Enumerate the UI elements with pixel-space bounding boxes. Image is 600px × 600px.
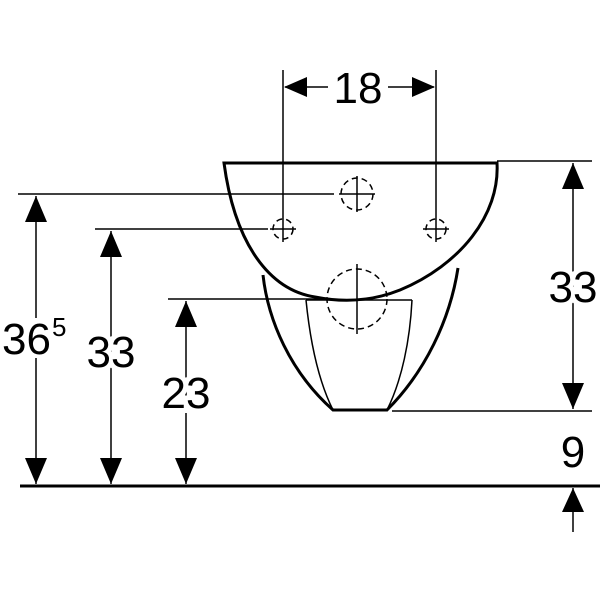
dim-label-total-sup: 5 (52, 312, 66, 342)
arrow-up-floor-icon (562, 488, 584, 512)
arrow-up-icon (562, 163, 584, 189)
dim-label-floor-gap: 9 (561, 428, 585, 477)
arrow-left-icon (284, 77, 307, 97)
arrow-down-icon (562, 383, 584, 409)
arrow-down-middle-icon (100, 458, 122, 484)
dim-label-left-inner: 23 (162, 369, 211, 418)
skirt-outline (261, 267, 460, 412)
arrow-up-total-icon (25, 196, 47, 222)
arrow-up-inner-icon (175, 301, 197, 327)
dim-label-total-height: 36 5 (0, 312, 72, 364)
arrow-down-inner-icon (175, 458, 197, 484)
dim-label-left-middle: 33 (87, 328, 136, 377)
dim-label-total-base: 36 (2, 315, 51, 364)
dim-label-width: 18 (334, 64, 383, 113)
arrow-right-icon (412, 77, 435, 97)
arrow-up-middle-icon (100, 231, 122, 257)
dim-label-right-height: 33 (549, 263, 598, 312)
arrow-down-total-icon (25, 458, 47, 484)
skirt-inner-left (305, 299, 334, 411)
skirt-inner-right (386, 299, 413, 411)
